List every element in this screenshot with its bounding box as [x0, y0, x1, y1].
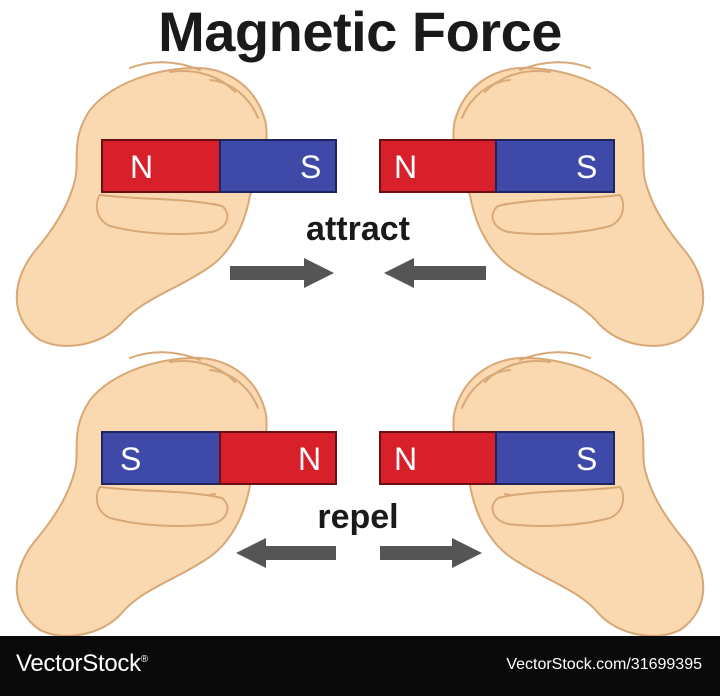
attract-row: N S N S attract	[15, 61, 705, 347]
pole-label: S	[576, 149, 597, 185]
repel-row: S N N S repel	[15, 351, 705, 636]
magnet-scene: N S N S attract	[15, 61, 705, 636]
pole-label: N	[394, 149, 417, 185]
attract-label: attract	[306, 210, 410, 248]
pole-label: S	[300, 149, 321, 185]
magnet-pole-south	[495, 139, 615, 193]
magnet-pole-north	[219, 431, 337, 485]
pole-label: S	[120, 441, 141, 477]
watermark-brand: VectorStock®	[16, 650, 148, 677]
diagram-title: Magnetic Force	[158, 0, 562, 63]
arrow-left-icon	[236, 538, 336, 568]
pole-label: S	[576, 441, 597, 477]
arrow-left-icon	[384, 258, 486, 288]
magnet-pole-north	[379, 139, 497, 193]
watermark-url: VectorStock.com/31699395	[506, 656, 702, 673]
repel-label: repel	[317, 498, 398, 536]
pole-label: N	[298, 441, 321, 477]
pole-label: N	[394, 441, 417, 477]
arrow-right-icon	[380, 538, 482, 568]
arrow-right-icon	[230, 258, 334, 288]
magnet-pole-south	[495, 431, 615, 485]
magnet-pole-south	[219, 139, 337, 193]
pole-label: N	[130, 149, 153, 185]
magnet-pole-south	[101, 431, 221, 485]
watermark-footer: VectorStock® VectorStock.com/31699395	[0, 636, 720, 696]
magnet-pole-north	[101, 139, 221, 193]
